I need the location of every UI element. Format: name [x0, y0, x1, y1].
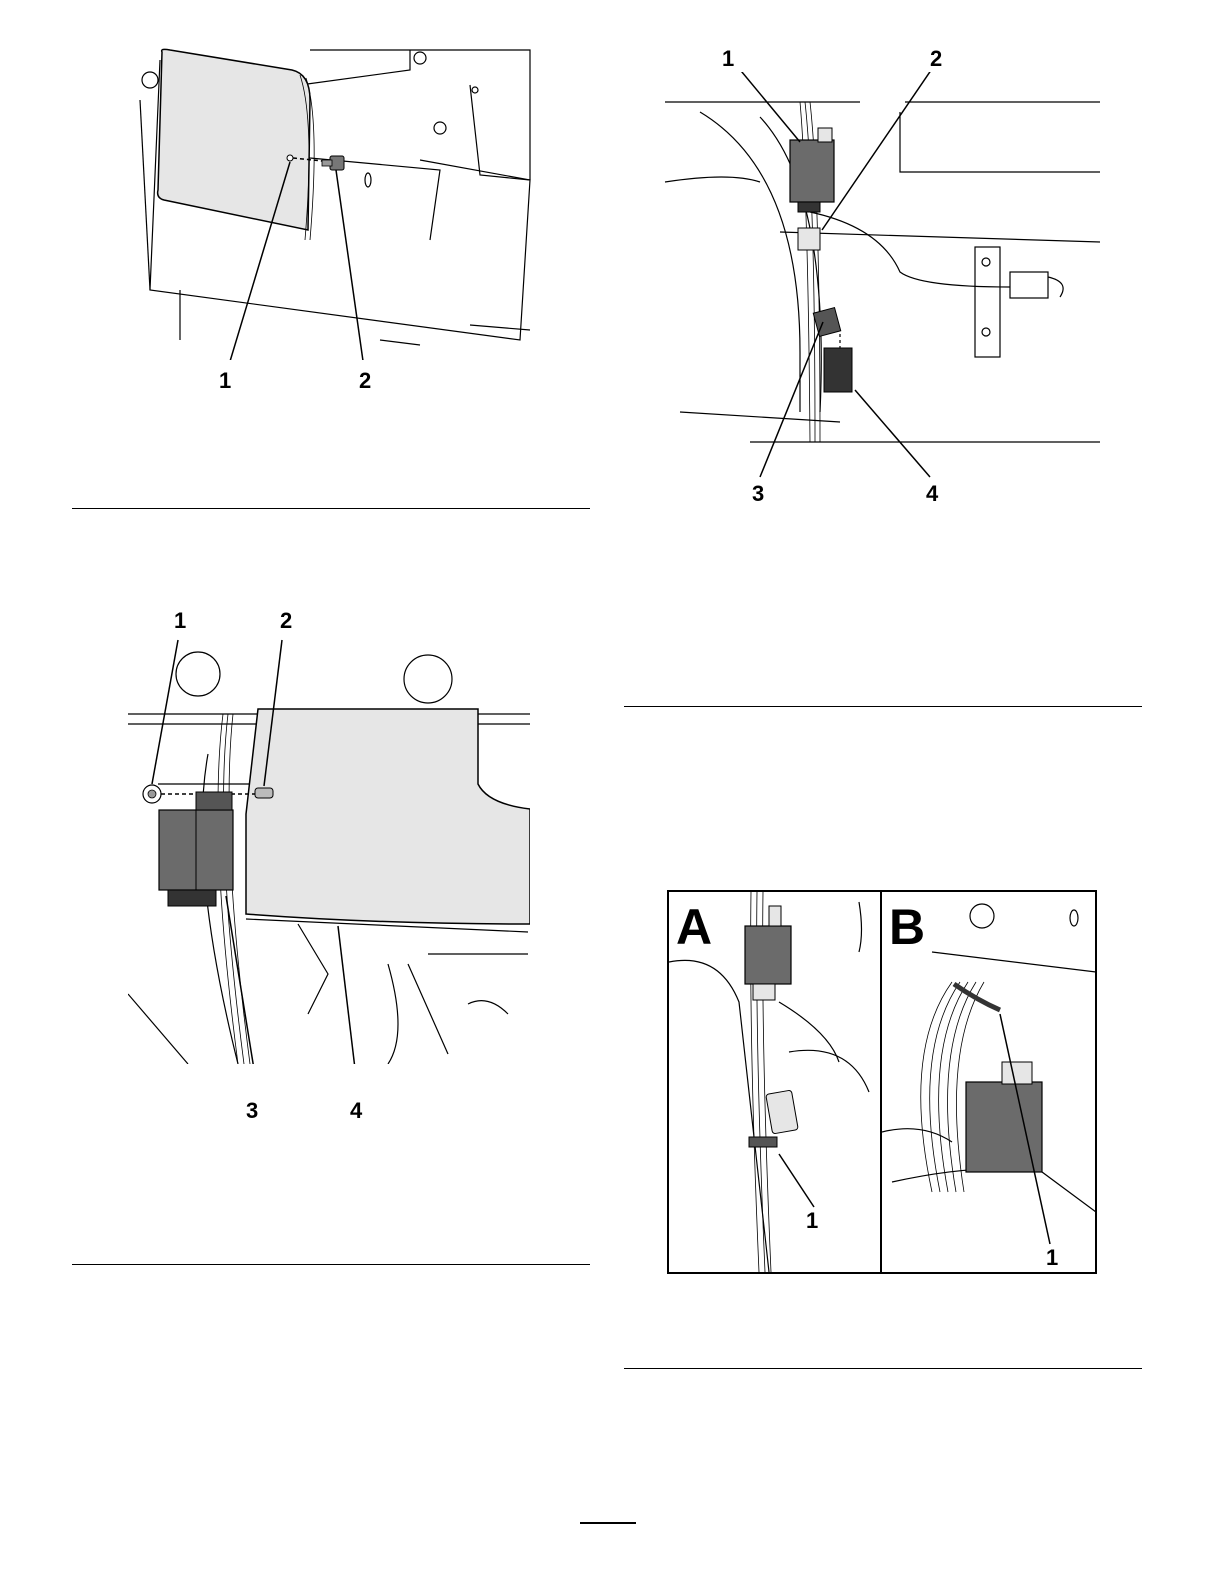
figure-4-panel-a-letter: A	[676, 902, 712, 952]
figure-2-illustration	[660, 72, 1110, 482]
figure-1-callout-1: 1	[219, 370, 231, 392]
figure-3-divider	[72, 1264, 590, 1265]
figure-3-callout-2: 2	[280, 610, 292, 632]
figure-2-callout-2: 2	[930, 48, 942, 70]
figure-4-divider	[624, 1368, 1142, 1369]
page-footer-rule	[580, 1522, 636, 1524]
figure-1-illustration	[120, 40, 540, 360]
figure-3-callout-1: 1	[174, 610, 186, 632]
figure-2-callout-4: 4	[926, 483, 938, 505]
figure-3-illustration	[128, 634, 530, 1064]
figure-1-callout-2: 2	[359, 370, 371, 392]
figure-4-panel-a-callout: 1	[806, 1210, 818, 1232]
figure-3-callout-4: 4	[350, 1100, 362, 1122]
figure-2-callout-1: 1	[722, 48, 734, 70]
figure-2-divider	[624, 706, 1142, 707]
figure-4-panel-b-letter: B	[889, 902, 925, 952]
figure-2-callout-3: 3	[752, 483, 764, 505]
figure-4-panel-b-callout: 1	[1046, 1247, 1058, 1269]
figure-3-callout-3: 3	[246, 1100, 258, 1122]
figure-1-divider	[72, 508, 590, 509]
